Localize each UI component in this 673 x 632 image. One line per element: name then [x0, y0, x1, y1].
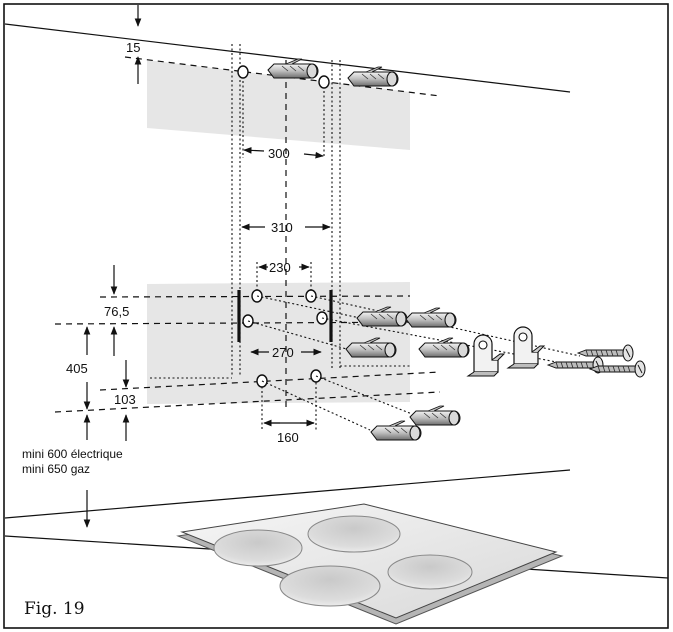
- wall-plug-icon: [409, 405, 461, 426]
- worktop-back-line: [4, 469, 571, 519]
- dim-270-label: 270: [272, 345, 294, 360]
- lower-wall-panel: [147, 282, 410, 404]
- drill-hole: [318, 75, 330, 89]
- dim-15-label: 15: [126, 40, 140, 55]
- burner: [279, 565, 381, 607]
- dim-300-label: 300: [268, 146, 290, 161]
- hole-line-103: [54, 391, 441, 413]
- figure-label: Fig. 19: [24, 599, 85, 619]
- ceiling-line: [4, 23, 571, 93]
- drill-hole: [237, 65, 249, 79]
- upper-wall-panel: [147, 60, 410, 150]
- dim-160-label: 160: [277, 430, 299, 445]
- burner: [307, 515, 401, 553]
- screw-icon: [577, 344, 634, 362]
- wall-plug-icon: [370, 420, 422, 441]
- dim-310-label: 310: [271, 220, 293, 235]
- mini-electric-label: mini 600 électrique: [22, 447, 123, 461]
- burner: [387, 554, 473, 590]
- dim-103-label: 103: [114, 392, 136, 407]
- wall-plug-icon: [405, 307, 457, 328]
- insertion-line: [310, 295, 581, 357]
- dim-76-label: 76,5: [104, 304, 129, 319]
- mini-gas-label: mini 650 gaz: [22, 462, 90, 476]
- bracket-icon: [507, 326, 545, 369]
- hob-icon: [176, 503, 564, 625]
- bracket-icon: [467, 334, 505, 377]
- dim-405-label: 405: [66, 361, 88, 376]
- dim-230-label: 230: [269, 260, 291, 275]
- wall-plug-icon: [418, 337, 470, 358]
- wall-plug-icon: [267, 58, 319, 79]
- insertion-line: [261, 380, 371, 431]
- dim-300-arrow: [243, 147, 265, 154]
- figure-border: [3, 3, 669, 629]
- insertion-line: [315, 375, 413, 415]
- burner: [213, 529, 303, 567]
- hole-line-160: [99, 371, 441, 391]
- dim-300-arrow: [303, 151, 324, 159]
